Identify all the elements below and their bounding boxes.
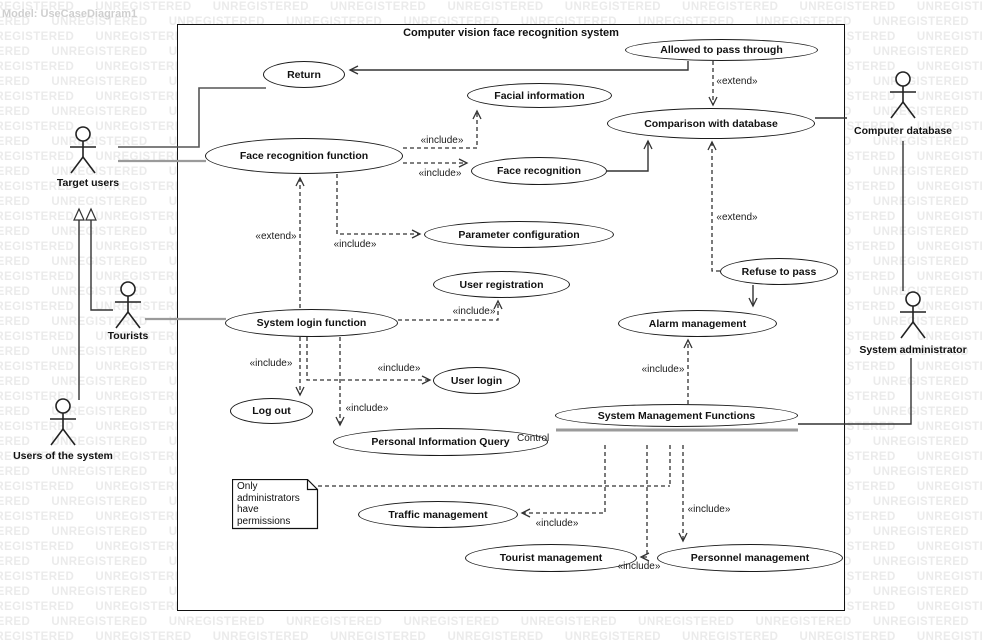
usecase-label-system-login-function: System login function [256,317,367,329]
usecase-label-face-recognition: Face recognition [496,165,581,177]
usecase-parameter-configuration[interactable]: Parameter configuration [424,221,614,248]
note-line: administrators [237,492,300,504]
usecase-label-face-recognition-function: Face recognition function [239,150,369,162]
actor-label-system-administrator: System administrator [859,344,967,356]
generalization-tourists-to-target[interactable] [85,207,113,311]
watermark-text: UNREGISTERED UNREGISTERED UNREGISTERED U… [0,631,982,641]
extend-label-allowed-to-comparison: «extend» [716,76,758,87]
note-line: have [237,504,259,515]
actor-target-users[interactable] [68,126,98,174]
include-label-personnel-management: «include» [687,504,731,515]
usecase-tourist-management[interactable]: Tourist management [465,544,637,572]
include-label-tourist-management: «include» [617,561,661,572]
usecase-traffic-management[interactable]: Traffic management [358,501,518,528]
extend-label-login-to-facerec: «extend» [255,231,297,242]
actor-label-users-of-the-system: Users of the system [13,450,113,462]
usecase-system-management-functions[interactable]: System Management Functions [555,404,798,427]
include-label-user-login: «include» [377,363,421,374]
usecase-refuse-to-pass[interactable]: Refuse to pass [720,258,838,285]
include-label-alarm-management: «include» [641,364,685,375]
usecase-user-registration[interactable]: User registration [433,271,570,298]
actor-label-computer-database: Computer database [853,125,953,137]
usecase-allowed-to-pass-through[interactable]: Allowed to pass through [625,39,818,61]
usecase-alarm-management[interactable]: Alarm management [618,310,777,337]
include-smf-tourist-management[interactable] [639,445,650,562]
include-label-facial-information: «include» [420,135,464,146]
usecase-user-login[interactable]: User login [433,367,520,394]
usecase-face-recognition[interactable]: Face recognition [471,157,607,185]
usecase-facial-information[interactable]: Facial information [467,83,612,108]
actor-figure-icon [115,281,141,329]
watermark-text: UNREGISTERED UNREGISTERED UNREGISTERED U… [0,1,982,13]
usecase-label-parameter-configuration: Parameter configuration [458,228,580,241]
note-line: Only [237,481,258,492]
control-label: Control [517,433,550,444]
actor-figure-icon [890,71,916,119]
usecase-label-user-registration: User registration [459,278,544,291]
diagram-title: Computer vision face recognition system [403,27,619,39]
usecase-label-system-management-functions: System Management Functions [597,409,756,422]
usecase-personnel-management[interactable]: Personnel management [657,544,843,572]
assoc-facerec-comparison[interactable] [607,139,653,172]
include-login-user-login[interactable] [306,337,432,385]
usecase-label-log-out: Log out [252,405,291,417]
usecase-label-alarm-management: Alarm management [648,317,747,330]
include-label-traffic-management: «include» [535,518,579,529]
extend-label-refuse-to-comparison: «extend» [716,212,758,223]
include-smf-traffic-management[interactable] [520,445,606,518]
extend-refuse-to-comparison[interactable] [707,140,720,272]
usecase-label-personal-information-query: Personal Information Query [371,436,510,448]
assoc-allowed-to-return[interactable] [348,61,689,75]
include-label-user-registration: «include» [452,306,496,317]
include-frf-facial-information[interactable] [403,109,482,149]
usecase-comparison-with-database[interactable]: Comparison with database [607,108,815,139]
usecase-face-recognition-function[interactable]: Face recognition function [205,138,403,174]
usecase-label-traffic-management: Traffic management [388,508,488,521]
usecase-label-personnel-management: Personnel management [690,552,810,564]
actor-figure-icon [70,126,96,174]
note-only-administrators[interactable]: Only administrators have permissions [232,479,319,530]
actor-computer-database[interactable] [888,71,918,119]
include-frf-parameter-configuration[interactable] [336,174,422,239]
usecase-return[interactable]: Return [263,61,345,88]
note-text: Only administrators have permissions [237,481,300,527]
usecase-label-user-login: User login [450,374,503,387]
include-label-personal-info-query: «include» [345,403,389,414]
usecase-system-login-function[interactable]: System login function [225,309,398,337]
usecase-label-facial-information: Facial information [494,89,585,102]
usecase-label-allowed-to-pass-through: Allowed to pass through [660,44,783,56]
actor-label-tourists: Tourists [107,330,149,342]
actor-system-administrator[interactable] [898,291,928,339]
watermark-text: UNREGISTERED UNREGISTERED UNREGISTERED U… [0,616,982,628]
model-label: Model: UseCaseDiagram1 [2,8,138,20]
note-shape [232,479,319,530]
assoc-target-users-return[interactable] [118,87,266,148]
usecase-log-out[interactable]: Log out [230,398,313,424]
include-label-parameter-config: «include» [333,239,377,250]
include-label-face-recognition: «include» [418,168,462,179]
usecase-label-refuse-to-pass: Refuse to pass [741,265,817,278]
note-fold-icon [306,479,318,491]
actor-figure-icon [900,291,926,339]
usecase-label-comparison-with-database: Comparison with database [644,117,778,130]
assoc-sysadmin-smf[interactable] [798,358,912,425]
include-login-user-registration[interactable] [398,299,503,321]
actor-figure-icon [50,398,76,446]
usecase-label-tourist-management: Tourist management [499,552,603,564]
usecase-label-return: Return [287,68,321,81]
actor-label-target-users: Target users [56,177,120,189]
usecase-personal-information-query[interactable]: Personal Information Query [333,428,548,456]
actor-tourists[interactable] [113,281,143,329]
note-line: permissions [237,515,291,527]
actor-users-of-the-system[interactable] [48,398,78,446]
include-label-log-out: «include» [249,358,293,369]
